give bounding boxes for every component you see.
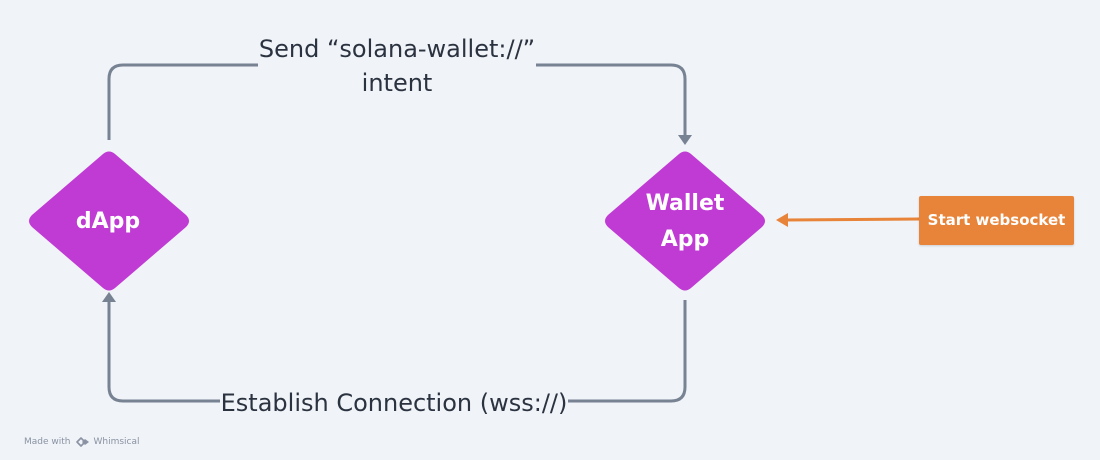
arrowhead-to-dapp-icon <box>102 292 116 302</box>
dapp-node-label: dApp <box>75 209 141 234</box>
made-with-whimsical-watermark[interactable]: Made with Whimsical <box>24 434 140 450</box>
send-intent-label-line-1: Send “solana-wallet://” <box>258 35 536 63</box>
dapp-diamond[interactable] <box>29 151 189 291</box>
whimsical-logo-icon <box>75 437 89 447</box>
wallet-app-diamond[interactable] <box>605 151 765 291</box>
wallet-app-label-line-1: Wallet <box>645 191 725 216</box>
establish-connection-label: Establish Connection (wss://) <box>220 386 568 420</box>
connector-start-websocket[interactable] <box>785 217 920 222</box>
made-with-text: Made with <box>24 437 71 447</box>
arrowhead-to-wallet-icon <box>678 135 692 145</box>
send-intent-label: Send “solana-wallet://” intent <box>258 32 536 100</box>
wallet-app-node-label: Wallet App <box>625 186 745 258</box>
arrowhead-websocket-icon <box>776 213 788 227</box>
start-websocket-node[interactable]: Start websocket <box>919 196 1074 245</box>
wallet-app-label-line-2: App <box>660 227 710 252</box>
send-intent-label-line-2: intent <box>361 69 433 97</box>
whimsical-brand-text: Whimsical <box>93 437 140 447</box>
